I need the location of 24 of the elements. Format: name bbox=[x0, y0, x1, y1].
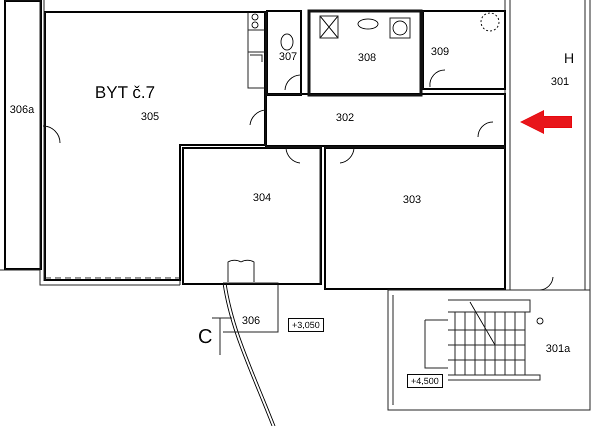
apartment-label: BYT č.7 bbox=[94, 83, 156, 103]
room-number: 303 bbox=[402, 194, 422, 206]
room bbox=[266, 10, 302, 96]
room-number: 307 bbox=[278, 51, 298, 63]
room-number: 306 bbox=[242, 315, 260, 327]
room-number: 309 bbox=[430, 46, 450, 58]
room bbox=[265, 93, 506, 147]
room bbox=[182, 147, 322, 285]
room-number: 301a bbox=[546, 343, 570, 355]
room bbox=[324, 147, 506, 290]
room-number: 301 bbox=[550, 76, 570, 88]
room bbox=[4, 0, 42, 270]
arrow bbox=[520, 110, 572, 134]
elevation-mark: +4,500 bbox=[407, 374, 443, 388]
room bbox=[422, 10, 506, 90]
elevation-mark: +3,050 bbox=[288, 318, 324, 332]
room bbox=[308, 10, 422, 96]
room-number: 306a bbox=[10, 104, 34, 116]
room-number: 305 bbox=[140, 111, 160, 123]
room-number: 304 bbox=[252, 192, 272, 204]
room-number: 302 bbox=[336, 112, 354, 124]
section-mark-label: C bbox=[198, 326, 212, 349]
marker-label: H bbox=[564, 50, 574, 66]
room-number: 308 bbox=[358, 52, 376, 64]
